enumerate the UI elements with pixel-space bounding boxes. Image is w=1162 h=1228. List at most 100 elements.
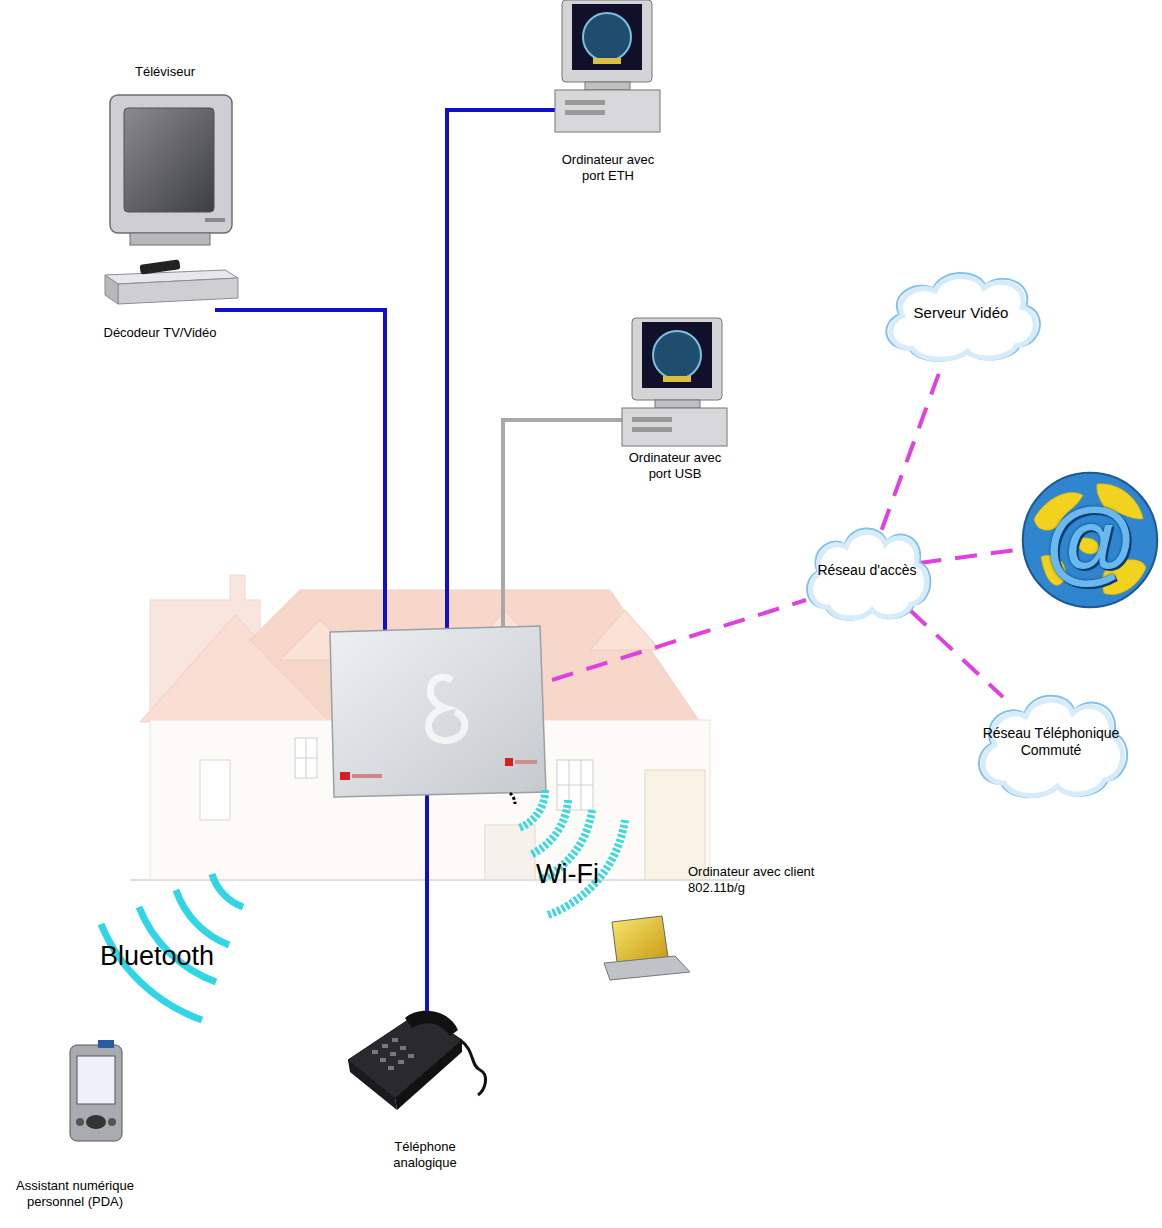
tv-decoder — [105, 259, 238, 304]
pda-device — [108, 1118, 116, 1126]
device-caption: Ordinateur avec port ETH — [561, 152, 655, 185]
pda-device — [98, 1040, 114, 1048]
globe-sea — [1023, 473, 1157, 607]
pda-device — [77, 1056, 115, 1104]
laptop-computer — [612, 916, 668, 962]
tv-decoder — [139, 259, 180, 274]
wifi-waves — [530, 800, 568, 855]
gateway-box — [429, 677, 465, 740]
pda-device — [86, 1115, 106, 1129]
gateway-box — [330, 626, 546, 797]
house-illustration — [130, 575, 740, 880]
node-texts: Réseau d'accès — [798, 517, 936, 623]
house-illustration — [130, 879, 740, 881]
tv-decoder — [118, 278, 238, 304]
wireless-label: Bluetooth — [100, 940, 260, 974]
gateway-box — [352, 774, 382, 778]
wifi-waves — [510, 793, 515, 804]
desktop-computer — [572, 4, 642, 70]
television — [110, 95, 232, 245]
device-caption: Ordinateur avec port USB — [628, 450, 722, 483]
analog-telephone — [405, 1011, 458, 1036]
analog-telephone — [390, 1052, 396, 1056]
laptop-computer — [604, 916, 690, 980]
house-illustration — [645, 770, 705, 880]
device-caption: Téléphone analogique — [368, 1139, 482, 1172]
access-link — [552, 600, 806, 680]
ethernet-wire — [215, 310, 385, 642]
node-texts: @ — [1020, 470, 1160, 610]
gateway-box — [340, 772, 350, 780]
analog-telephone — [388, 1066, 394, 1070]
desktop-computer — [562, 0, 652, 82]
desktop-computer — [555, 90, 660, 132]
device-caption: Décodeur TV/Vidéo — [70, 325, 250, 341]
analog-telephone — [398, 1060, 404, 1064]
desktop-computer — [622, 318, 727, 446]
node-label: Serveur Vidéo — [900, 304, 1023, 322]
analog-telephone — [372, 1050, 378, 1054]
house-illustration — [590, 610, 660, 650]
desktop-computer — [632, 318, 722, 400]
analog-telephone — [380, 1058, 386, 1062]
device-caption: Assistant numérique personnel (PDA) — [14, 1178, 136, 1211]
usb-wire — [503, 420, 625, 632]
network-cloud: Réseau Téléphonique Commuté — [968, 683, 1134, 801]
globe-symbol: @ — [1031, 494, 1149, 586]
analog-telephone — [460, 1040, 486, 1095]
house-illustration — [295, 738, 317, 778]
wifi-waves — [510, 790, 625, 915]
network-cloud: Serveur Vidéo — [875, 262, 1047, 364]
dashed-link — [882, 352, 947, 530]
analog-telephone — [348, 1011, 486, 1110]
analog-telephone — [392, 1038, 398, 1042]
cloud-shading — [891, 277, 1035, 359]
analog-telephone — [400, 1046, 406, 1050]
desktop-computer — [653, 331, 701, 379]
pda-device — [70, 1040, 122, 1141]
tv-decoder — [105, 275, 118, 304]
ethernet-wire — [425, 790, 429, 1015]
internet-globe: @ — [1020, 470, 1160, 610]
bluetooth-waves — [212, 874, 243, 907]
device-caption: Téléviseur — [115, 64, 215, 80]
television — [124, 108, 214, 212]
ethernet-wire — [215, 110, 583, 1015]
desktop-computer — [632, 417, 672, 422]
gateway-box — [515, 760, 537, 764]
desktop-computer — [622, 408, 727, 446]
bluetooth-waves — [101, 924, 202, 1020]
device-caption: Ordinateur avec client 802.11b/g — [688, 864, 818, 897]
node-texts: Serveur Vidéo — [875, 262, 1047, 364]
desktop-computer — [632, 427, 672, 432]
television — [110, 95, 232, 233]
pda-device — [76, 1118, 84, 1126]
analog-telephone — [372, 1038, 414, 1070]
gateway-box — [505, 758, 513, 766]
node-texts: Réseau Téléphonique Commuté — [968, 683, 1134, 801]
house-illustration — [557, 785, 593, 786]
television — [205, 218, 225, 222]
pda-device — [70, 1045, 122, 1141]
network-cloud: Réseau d'accès — [798, 517, 936, 623]
house-illustration — [557, 760, 593, 810]
analog-telephone — [395, 1040, 462, 1110]
dashed-link — [910, 610, 1003, 697]
house-illustration — [200, 760, 230, 820]
house-illustration — [485, 825, 535, 880]
desktop-computer — [565, 110, 605, 115]
dashed-link — [919, 548, 1031, 563]
analog-telephone — [348, 1060, 397, 1110]
wireless-label: Wi-Fi — [536, 858, 646, 892]
desktop-computer — [655, 400, 700, 408]
wifi-waves — [519, 790, 545, 828]
desktop-computer — [593, 58, 621, 64]
node-label: Réseau Téléphonique Commuté — [968, 725, 1134, 759]
desktop-computer — [663, 376, 691, 382]
node-label: Réseau d'accès — [803, 562, 930, 579]
